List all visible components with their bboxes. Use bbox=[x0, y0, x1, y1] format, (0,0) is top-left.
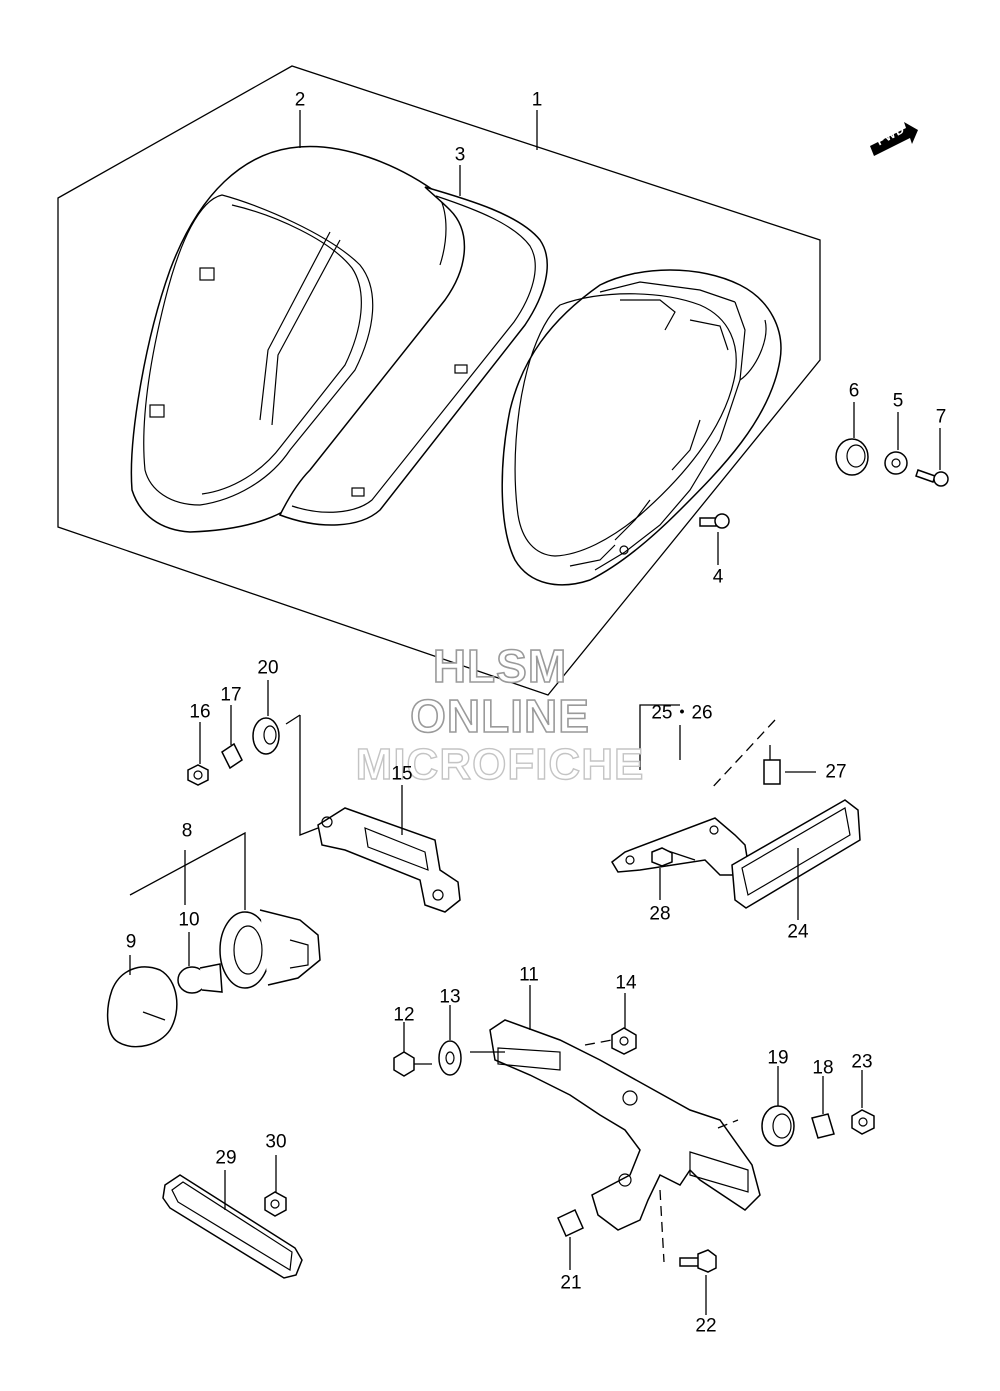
part-3-gasket bbox=[278, 186, 548, 526]
part-18-collar bbox=[811, 1076, 835, 1139]
part-16-nut bbox=[187, 722, 209, 786]
part-21-collar bbox=[557, 1208, 584, 1270]
callout-6: 6 bbox=[848, 380, 860, 402]
forward-arrow-icon bbox=[870, 122, 918, 156]
part-11-bracket bbox=[470, 985, 761, 1231]
part-8-socket bbox=[129, 831, 321, 989]
part-23-nut bbox=[851, 1070, 875, 1135]
callout-24: 24 bbox=[787, 921, 809, 943]
callout-16: 16 bbox=[189, 701, 211, 723]
part-27-bolt bbox=[709, 719, 816, 791]
part-5-washer bbox=[884, 412, 908, 475]
part-1-housing bbox=[501, 269, 782, 586]
part-7-screw bbox=[915, 428, 949, 487]
part-12-bolt bbox=[393, 1022, 432, 1077]
callout-30: 30 bbox=[265, 1131, 287, 1153]
callout-27: 27 bbox=[825, 761, 847, 783]
callout-13: 13 bbox=[439, 986, 461, 1008]
part-6-grommet bbox=[835, 402, 869, 476]
part-13-washer bbox=[438, 1005, 462, 1076]
callout-14: 14 bbox=[615, 972, 637, 994]
part-22-bolt bbox=[659, 1119, 739, 1315]
callout-20: 20 bbox=[257, 657, 279, 679]
part-9-lens bbox=[106, 955, 178, 1048]
callout-5: 5 bbox=[892, 390, 904, 412]
watermark-line-2: ONLINE bbox=[409, 690, 590, 742]
part-29-reflector bbox=[162, 1170, 303, 1279]
callout-23: 23 bbox=[851, 1051, 873, 1073]
callout-7: 7 bbox=[935, 406, 947, 428]
part-4-screw bbox=[699, 513, 730, 565]
callout-28: 28 bbox=[649, 903, 671, 925]
callout-25-26: 25・26 bbox=[651, 702, 713, 724]
part-28-nut bbox=[651, 847, 673, 900]
callout-18: 18 bbox=[812, 1057, 834, 1079]
callout-17: 17 bbox=[220, 684, 242, 706]
callout-8: 8 bbox=[181, 820, 193, 842]
watermark-line-1: HLSM bbox=[432, 640, 568, 692]
part-15-bracket bbox=[285, 714, 461, 913]
callout-19: 19 bbox=[767, 1047, 789, 1069]
part-20-grommet bbox=[252, 680, 280, 755]
part-10-bulb bbox=[177, 932, 223, 994]
part-24-reflector bbox=[731, 799, 861, 920]
callout-4: 4 bbox=[712, 566, 724, 588]
callout-2: 2 bbox=[294, 89, 306, 111]
part-14-nut bbox=[584, 993, 637, 1055]
callout-22: 22 bbox=[695, 1315, 717, 1337]
part-30-nut bbox=[264, 1155, 287, 1217]
assembly-1-frame bbox=[57, 65, 821, 696]
part-17-collar bbox=[221, 705, 243, 770]
part-19-grommet bbox=[761, 1066, 795, 1147]
callout-10: 10 bbox=[178, 909, 200, 931]
watermark-line-3: MICROFICHE bbox=[355, 740, 645, 789]
callout-1: 1 bbox=[531, 89, 543, 111]
callout-15: 15 bbox=[391, 763, 413, 785]
callout-29: 29 bbox=[215, 1147, 237, 1169]
callout-3: 3 bbox=[454, 144, 466, 166]
callout-12: 12 bbox=[393, 1004, 415, 1026]
callout-9: 9 bbox=[125, 931, 137, 953]
callout-11: 11 bbox=[519, 964, 539, 986]
callout-21: 21 bbox=[560, 1272, 582, 1294]
